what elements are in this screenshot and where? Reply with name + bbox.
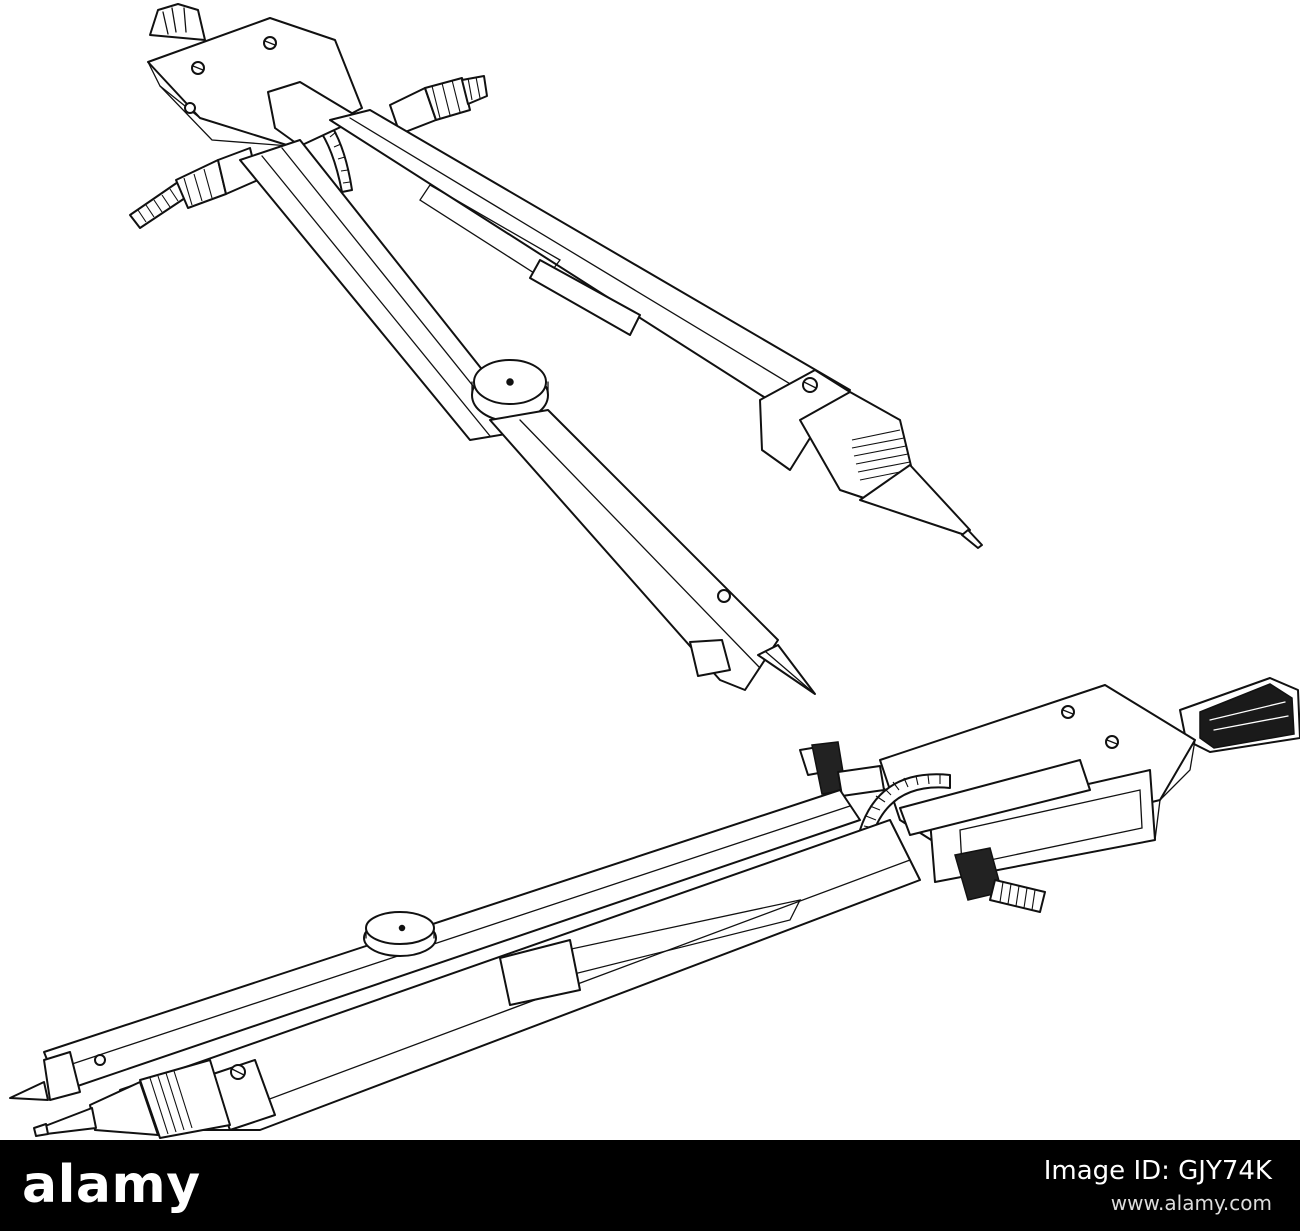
image-id: Image ID: GJY74K	[1043, 1156, 1272, 1186]
watermark-footer: alamy Image ID: GJY74K www.alamy.com	[0, 1140, 1300, 1231]
image-meta: Image ID: GJY74K www.alamy.com	[1044, 1154, 1272, 1218]
bottom-compass	[9, 677, 1300, 1139]
compass-drawing	[9, 3, 1300, 1139]
alamy-logo: alamy	[22, 1150, 201, 1220]
brand-name: alamy	[22, 1155, 201, 1215]
top-compass	[129, 3, 983, 695]
website-url: www.alamy.com	[1110, 1191, 1272, 1215]
compass-illustration	[9, 3, 1300, 1139]
